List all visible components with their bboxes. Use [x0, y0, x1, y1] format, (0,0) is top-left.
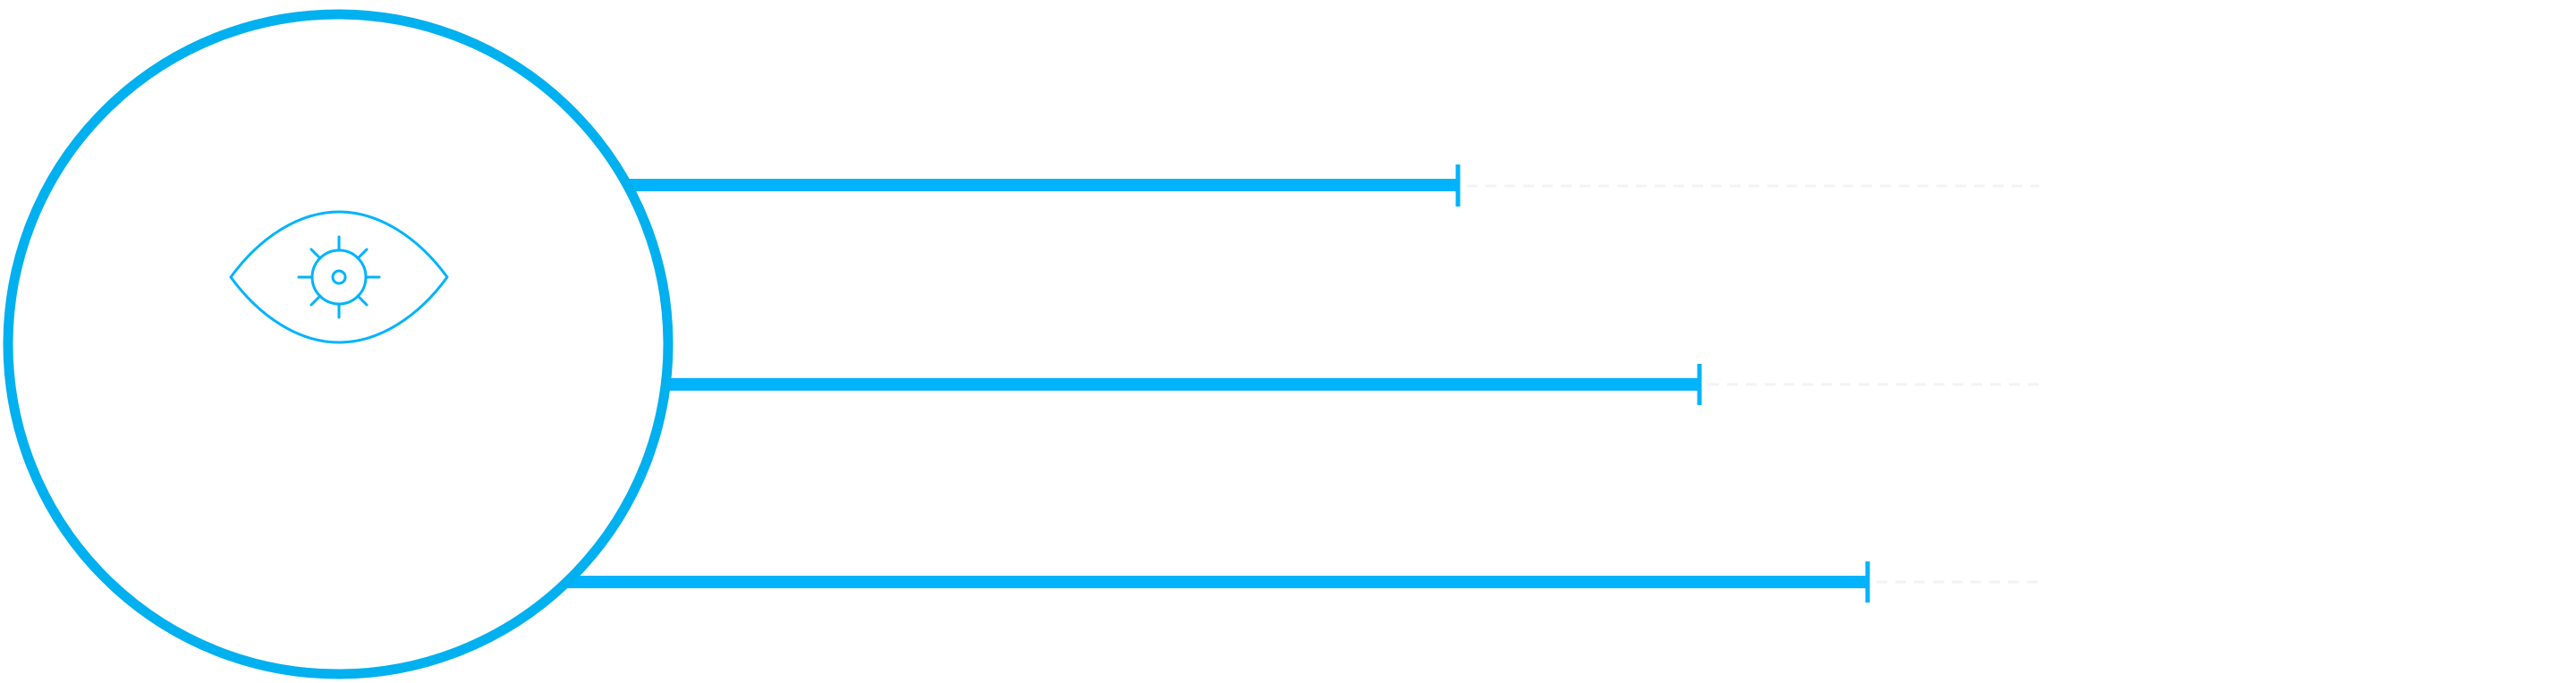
bar-1 [447, 164, 2039, 207]
eye-icon [229, 210, 449, 344]
bar-2 [447, 364, 2039, 405]
main-circle [3, 9, 674, 679]
bar-3 [447, 561, 2039, 603]
